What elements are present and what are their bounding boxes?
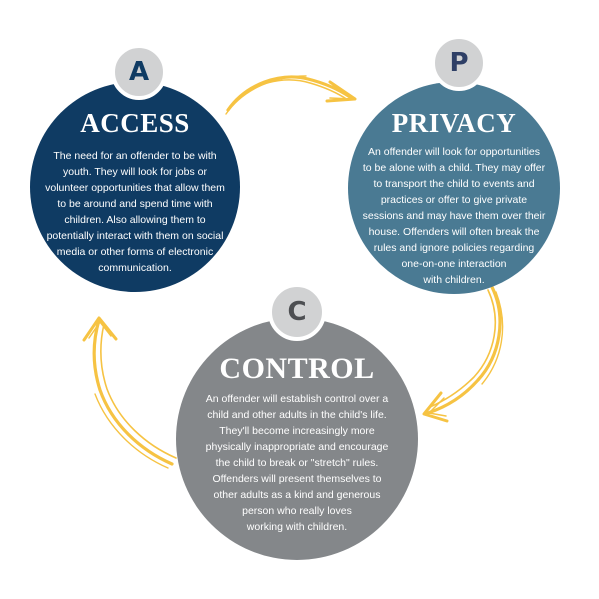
description-line: An offender will establish control over … — [205, 393, 389, 405]
description-line: volunteer opportunities that allow them — [45, 182, 225, 194]
description-line: children. Also allowing them to — [64, 214, 206, 226]
description-line: potentially interact with them on social — [46, 230, 224, 242]
description-line: They'll become increasingly more — [219, 425, 375, 437]
description-line: youth. They will look for jobs or — [63, 166, 207, 178]
description-line: sessions and may have them over their — [362, 210, 546, 222]
privacy-circle — [348, 82, 560, 294]
control-description: An offender will establish control over … — [176, 391, 418, 535]
description-line: to be alone with a child. They may offer — [362, 162, 546, 174]
privacy-letter-badge: P — [431, 35, 487, 91]
description-line: to be around and spend time with — [57, 198, 213, 210]
description-line: communication. — [98, 262, 172, 274]
access-description: The need for an offender to be with youth… — [30, 148, 240, 276]
control-title: CONTROL — [219, 352, 375, 385]
description-line: An offender will look for opportunities — [368, 146, 540, 158]
description-line: rules and ignore policies regarding — [373, 242, 535, 254]
description-line: with children. — [423, 274, 485, 286]
arrow-access-to-privacy — [225, 75, 357, 115]
privacy-description: An offender will look for opportunities t… — [348, 144, 560, 288]
description-line: to transport the child to events and — [373, 178, 535, 190]
privacy-title: PRIVACY — [391, 108, 517, 138]
access-letter-badge: A — [111, 44, 167, 100]
arrow-privacy-to-control — [422, 285, 504, 423]
description-line: working with children. — [246, 521, 348, 533]
description-line: Offenders will present themselves to — [212, 473, 382, 485]
description-line: The need for an offender to be with — [53, 150, 217, 162]
description-line: one-on-one interaction — [401, 258, 507, 270]
description-line: child and other adults in the child's li… — [207, 409, 387, 421]
description-line: house. Offenders will often break the — [368, 226, 540, 238]
control-circle — [176, 318, 418, 560]
description-line: the child to break or "stretch" rules. — [215, 457, 379, 469]
access-title: ACCESS — [80, 108, 190, 138]
access-circle — [30, 82, 240, 292]
description-line: other adults as a kind and generous — [213, 489, 381, 501]
control-letter-badge: C — [268, 283, 326, 341]
description-line: media or other forms of electronic — [56, 246, 214, 258]
description-line: person who really loves — [242, 505, 352, 517]
description-line: physically inappropriate and encourage — [205, 441, 389, 453]
description-line: practices or offer to give private — [380, 194, 528, 206]
arrow-control-to-access — [82, 316, 177, 469]
